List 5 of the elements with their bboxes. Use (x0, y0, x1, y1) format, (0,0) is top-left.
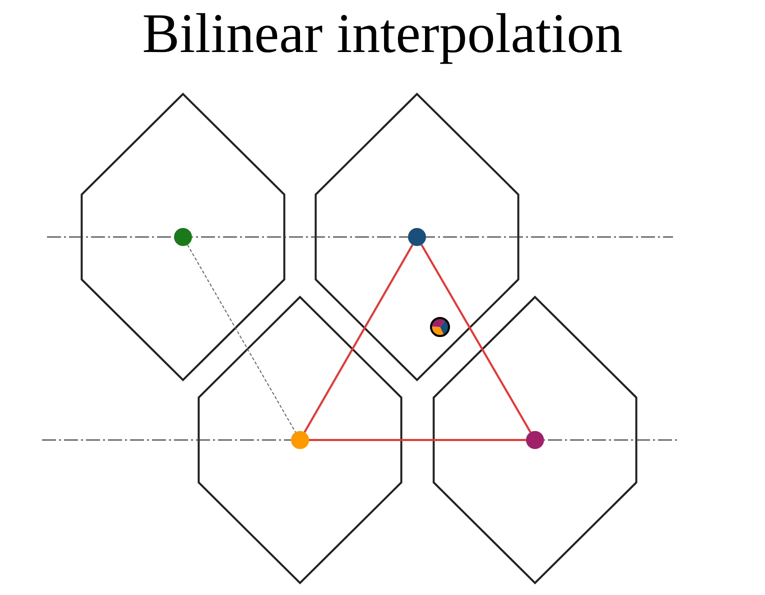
title: Bilinear interpolation (141, 2, 624, 66)
connector-line (309, 439, 526, 441)
connector-line (187, 244, 296, 433)
connector-line (304, 244, 414, 433)
connector-line (420, 244, 532, 433)
